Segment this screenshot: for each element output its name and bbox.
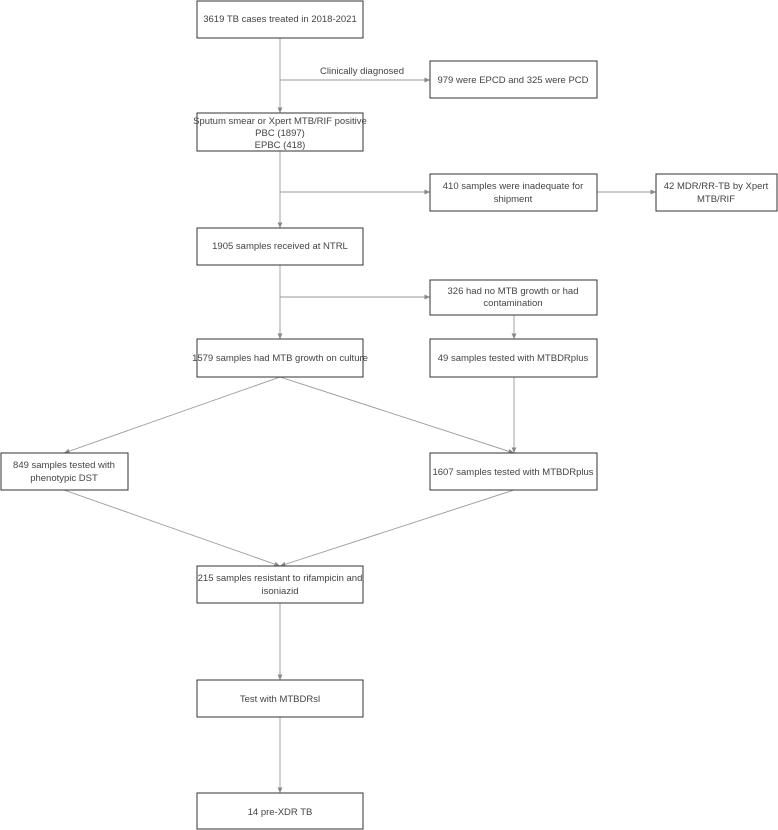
node-no-growth-line-1: 326 had no MTB growth or had bbox=[448, 286, 579, 297]
node-resistant-rif-inh-line-1: 215 samples resistant to rifampicin and bbox=[198, 573, 363, 584]
node-mtbdrplus-49: 49 samples tested with MTBDRplus bbox=[429, 338, 598, 378]
node-mtb-growth-line-1: 1579 samples had MTB growth on culture bbox=[192, 353, 368, 364]
node-mtb-growth: 1579 samples had MTB growth on culture bbox=[192, 338, 368, 378]
edge-label-clinically-diagnosed: Clinically diagnosed bbox=[320, 66, 404, 77]
node-resistant-rif-inh-line-2: isoniazid bbox=[262, 586, 299, 597]
node-test-mtbdrsl-line-1: Test with MTBDRsl bbox=[240, 694, 320, 705]
node-inadequate-samples-line-1: 410 samples were inadequate for bbox=[443, 181, 583, 192]
node-received-ntrl-line-1: 1905 samples received at NTRL bbox=[212, 241, 348, 252]
node-inadequate-samples-line-2: shipment bbox=[494, 194, 533, 205]
node-smear-xpert-positive: Sputum smear or Xpert MTB/RIF positive P… bbox=[193, 112, 367, 152]
node-mtbdrplus-1607-line-1: 1607 samples tested with MTBDRplus bbox=[432, 467, 593, 478]
edge-pdst-to-resistant bbox=[63, 489, 281, 567]
node-inadequate-samples: 410 samples were inadequate for shipment bbox=[429, 173, 598, 212]
edge-growth-to-mtbdr1607 bbox=[279, 376, 515, 454]
node-mdr-xpert-line-2: MTB/RIF bbox=[697, 194, 735, 205]
node-test-mtbdrsl: Test with MTBDRsl bbox=[196, 679, 364, 718]
node-total-cases: 3619 TB cases treated in 2018-2021 bbox=[196, 0, 364, 39]
edge-mtbdr1607-to-resistant bbox=[279, 489, 515, 567]
node-pre-xdr: 14 pre-XDR TB bbox=[196, 792, 364, 830]
node-clinically-diagnosed-line-1: 979 were EPCD and 325 were PCD bbox=[437, 75, 588, 86]
node-pre-xdr-line-1: 14 pre-XDR TB bbox=[248, 807, 313, 818]
node-phenotypic-dst-line-1: 849 samples tested with bbox=[13, 460, 115, 471]
edges: Clinically diagnosed bbox=[63, 38, 656, 793]
node-mtbdrplus-49-line-1: 49 samples tested with MTBDRplus bbox=[438, 353, 589, 364]
node-mtbdrplus-1607: 1607 samples tested with MTBDRplus bbox=[429, 452, 598, 491]
node-total-cases-line-1: 3619 TB cases treated in 2018-2021 bbox=[203, 14, 357, 25]
node-smear-xpert-positive-line-1: Sputum smear or Xpert MTB/RIF positive bbox=[193, 116, 367, 127]
node-resistant-rif-inh: 215 samples resistant to rifampicin and … bbox=[196, 565, 364, 604]
node-phenotypic-dst: 849 samples tested with phenotypic DST bbox=[0, 452, 129, 491]
node-mdr-xpert: 42 MDR/RR-TB by Xpert MTB/RIF bbox=[655, 173, 778, 212]
node-smear-xpert-positive-line-3: EPBC (418) bbox=[255, 140, 306, 151]
node-no-growth: 326 had no MTB growth or had contaminati… bbox=[429, 279, 598, 316]
edge-growth-to-pdst bbox=[63, 376, 281, 454]
node-received-ntrl: 1905 samples received at NTRL bbox=[196, 227, 364, 266]
node-mdr-xpert-line-1: 42 MDR/RR-TB by Xpert bbox=[664, 181, 769, 192]
node-phenotypic-dst-line-2: phenotypic DST bbox=[30, 473, 98, 484]
node-smear-xpert-positive-line-2: PBC (1897) bbox=[255, 128, 305, 139]
node-no-growth-line-2: contamination bbox=[483, 298, 542, 309]
node-clinically-diagnosed: 979 were EPCD and 325 were PCD bbox=[429, 60, 598, 99]
